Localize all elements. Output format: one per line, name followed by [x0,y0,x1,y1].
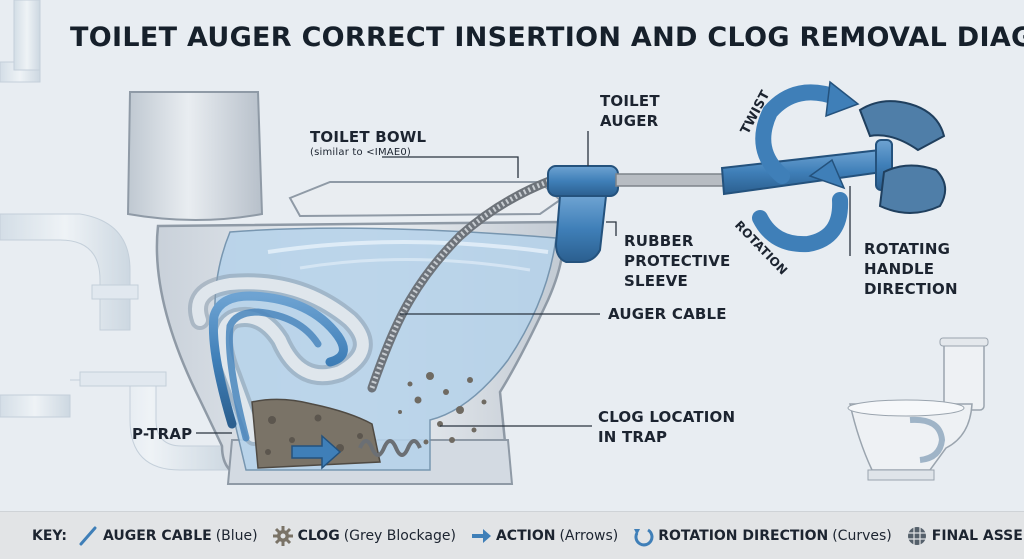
label-sleeve-line3: SLEEVE [624,272,688,290]
auger-handle-tube [720,148,884,196]
label-toilet-auger-line2: AUGER [600,112,659,130]
bottom-hand [878,164,947,214]
label-sleeve-line1: RUBBER [624,232,694,250]
key-name: AUGER CABLE [102,527,212,544]
clog-gear-icon [272,525,293,546]
key-name: ACTION [495,527,556,544]
key-name: CLOG [297,527,340,544]
key-desc: (Blue) [215,527,258,544]
action-arrow [291,434,342,470]
top-hand [858,100,946,152]
label-auger-cable: AUGER CABLE [608,305,727,323]
arrow-right-icon [471,528,491,543]
key-desc: (Arrows) [559,527,619,544]
label-toilet-bowl-note: (similar to <IMAE0) [310,147,412,158]
page-title: TOILET AUGER CORRECT INSERTION AND CLOG … [70,22,1024,53]
leader-lines [196,131,851,434]
twist-arrow-curve [755,84,846,184]
legend-key-bar: KEY: AUGER CABLE (Blue) CLOG (Grey Block… [0,511,1024,559]
key-name: FINAL ASSEMBLY [931,527,1024,544]
label-clog-line2: IN TRAP [598,428,668,446]
label-sleeve-line2: PROTECTIVE [624,252,731,270]
clog-blockage [251,398,381,469]
label-handle-line3: DIRECTION [864,280,958,298]
rotation-curve-icon [634,528,654,546]
key-item-action: ACTION (Arrows) [464,525,626,547]
auger-cable-icon [79,526,97,545]
toilet-auger-illustration [0,0,989,485]
rotation-arrow-head [808,158,846,190]
background-pipes [0,0,231,471]
key-desc: (Curves) [832,527,892,544]
key-item-auger-cable: AUGER CABLE (Blue) [71,525,266,547]
auger-spiral-tip [358,439,422,457]
small-toilet-final-assembly [847,337,989,481]
key-label: KEY: [32,527,67,544]
key-name: ROTATION DIRECTION [658,527,829,544]
twist-arrow-head [825,80,860,118]
label-handle-line1: ROTATING [864,240,951,258]
label-clog-line1: CLOG LOCATION [598,408,736,426]
rubber-protective-sleeve [554,195,608,263]
rotation-arrow-curve [752,192,849,253]
grid-globe-icon [907,526,926,545]
label-handle-line2: HANDLE [864,260,935,278]
label-p-trap: P-TRAP [132,425,193,443]
key-item-rotation: ROTATION DIRECTION (Curves) [626,525,900,547]
cable-in-trap [208,291,348,429]
label-toilet-bowl: TOILET BOWL [310,128,427,146]
label-toilet-auger-line1: TOILET [600,92,660,110]
key-item-clog: CLOG (Grey Blockage) [266,525,464,547]
key-desc: (Grey Blockage) [343,527,456,544]
auger-housing [547,165,619,197]
auger-shaft [615,173,735,187]
toilet-tank [126,91,264,221]
key-item-final-assembly: FINAL ASSEMBLY [900,525,1024,547]
